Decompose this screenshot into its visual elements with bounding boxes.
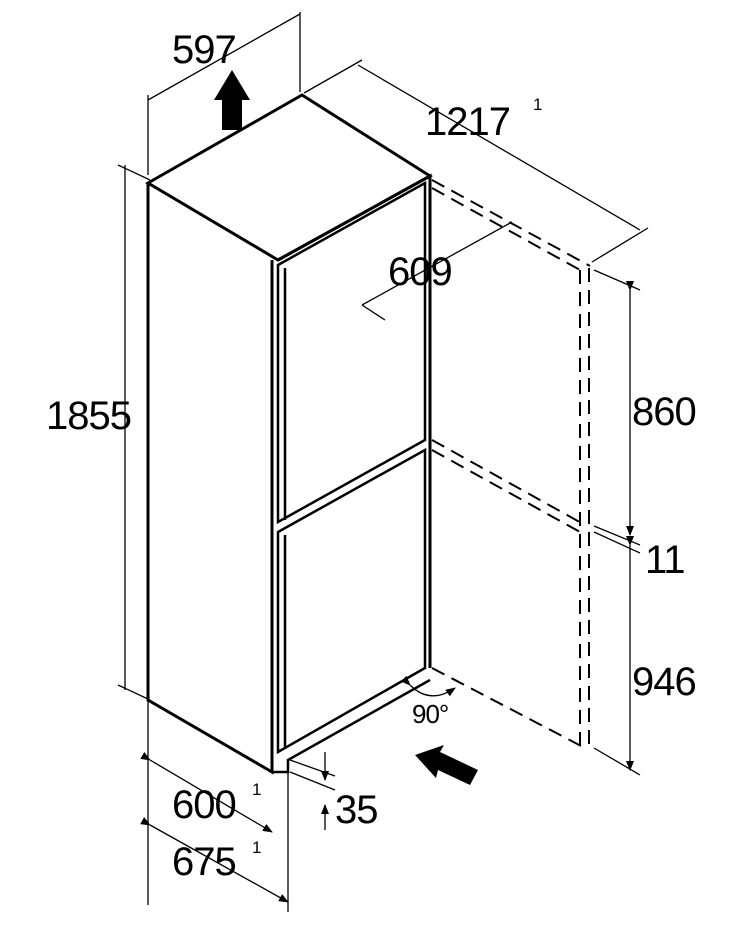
fridge-body — [145, 93, 433, 775]
footnote-marker: 1 — [533, 95, 543, 114]
dimension-lines — [117, 12, 649, 912]
height-label: 1855 — [46, 394, 132, 438]
front-arrow-icon — [415, 745, 478, 785]
arrows — [214, 70, 478, 785]
width-label: 597 — [172, 28, 237, 72]
doors — [272, 180, 431, 774]
door-angle-label: 90° — [412, 699, 449, 729]
top-arrow-icon — [214, 70, 250, 130]
lower-door-height-label: 946 — [632, 660, 697, 704]
depth-label: 600 — [172, 783, 237, 827]
upper-door-height-label: 860 — [632, 390, 697, 434]
door-gap-label: 11 — [645, 538, 686, 582]
plinth-height-label: 35 — [335, 788, 378, 832]
footnote-marker: 1 — [252, 780, 262, 799]
open-door-outline — [431, 179, 591, 750]
depth-door-open-label: 1217 — [425, 100, 511, 144]
depth-with-handle-label: 675 — [172, 840, 237, 884]
footnote-marker: 1 — [252, 838, 262, 857]
door-depth-label: 609 — [388, 250, 453, 294]
